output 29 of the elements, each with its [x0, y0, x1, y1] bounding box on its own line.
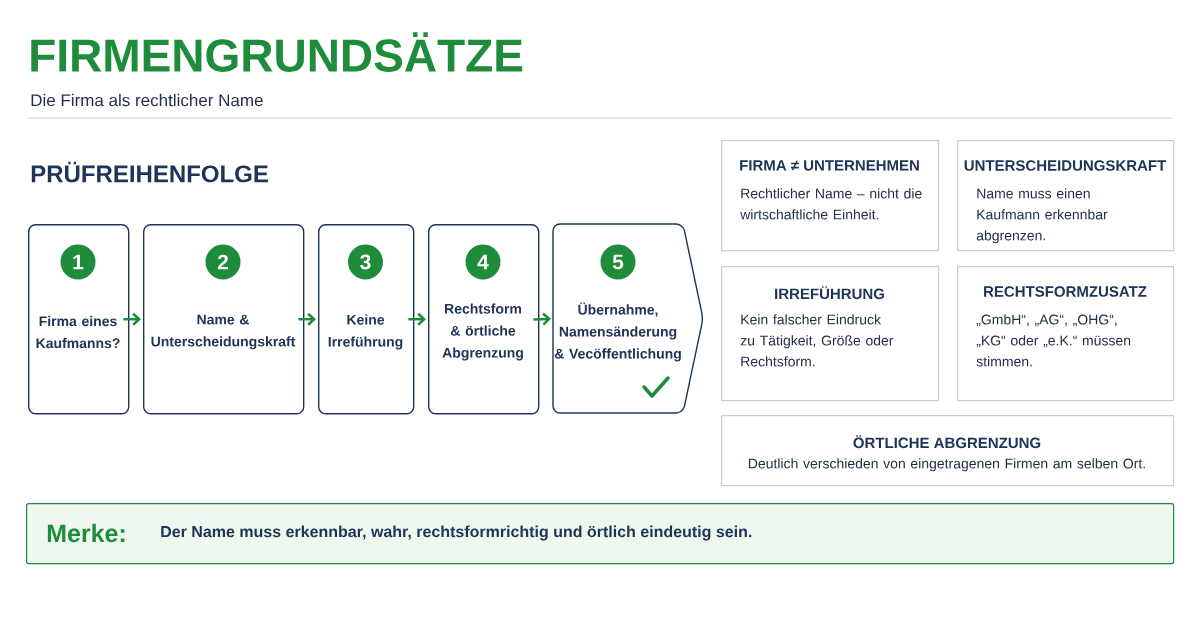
card-text: Deutlich verschieden von eingetragenen Firmen am selben Ort.	[748, 458, 1145, 472]
arrow	[123, 312, 141, 326]
card-text: Name muss einen Kaufmann erkennbar abgrenzen.	[976, 188, 1108, 244]
number-badge: 2	[205, 244, 241, 280]
card-text: Rechtlicher Name – nicht die wirtschaftliche Einheit.	[740, 188, 922, 220]
number-badge: 5	[600, 244, 636, 280]
note-label: Merke:	[47, 523, 125, 543]
arrow	[408, 312, 426, 326]
card-heading: ÖRTLICHE ABGRENZUNG	[853, 435, 1041, 449]
number-badge: 4	[465, 244, 501, 280]
step-label: Übernahme, Namensänderung & Vecöffentlichung	[554, 302, 681, 362]
number-badge: 1	[60, 244, 96, 280]
card-text: „GmbH“, „AG“, „OHG“, „KG“ oder „e.K.“ müssen stimmen.	[976, 314, 1131, 367]
step-label: Name & Unterscheidungskraft	[151, 314, 296, 350]
card-heading: UNTERSCHEIDUNGSKRAFT	[964, 160, 1167, 171]
step-label: Firma eines Kaufmanns?	[36, 315, 120, 349]
card-text: Kein falscher Eindruck zu Tätigkeit, Größe oder Rechtsform.	[740, 314, 894, 367]
step-label: Rechtsform & örtliche Abgrenzung	[442, 303, 523, 361]
arrow	[533, 312, 551, 326]
arrow	[298, 312, 316, 326]
subtitle: Die Firma als rechtlicher Name	[31, 93, 263, 107]
title: FIRMENGRUNDSÄTZE	[31, 32, 523, 72]
card-heading: IRREFÜHRUNG	[775, 286, 884, 300]
card-heading: FIRMA ≠ UNTERNEHMEN	[740, 160, 919, 171]
card-heading: RECHTSFORMZUSATZ	[984, 286, 1147, 297]
note-text: Der Name muss erkennbar, wahr, rechtsformrichtig und örtlich eindeutig sein.	[161, 525, 752, 541]
section-heading: PRÜFREIHENFOLGE	[31, 161, 268, 183]
step-label: Keine Irreführung	[328, 314, 403, 350]
number-badge: 3	[348, 244, 383, 280]
